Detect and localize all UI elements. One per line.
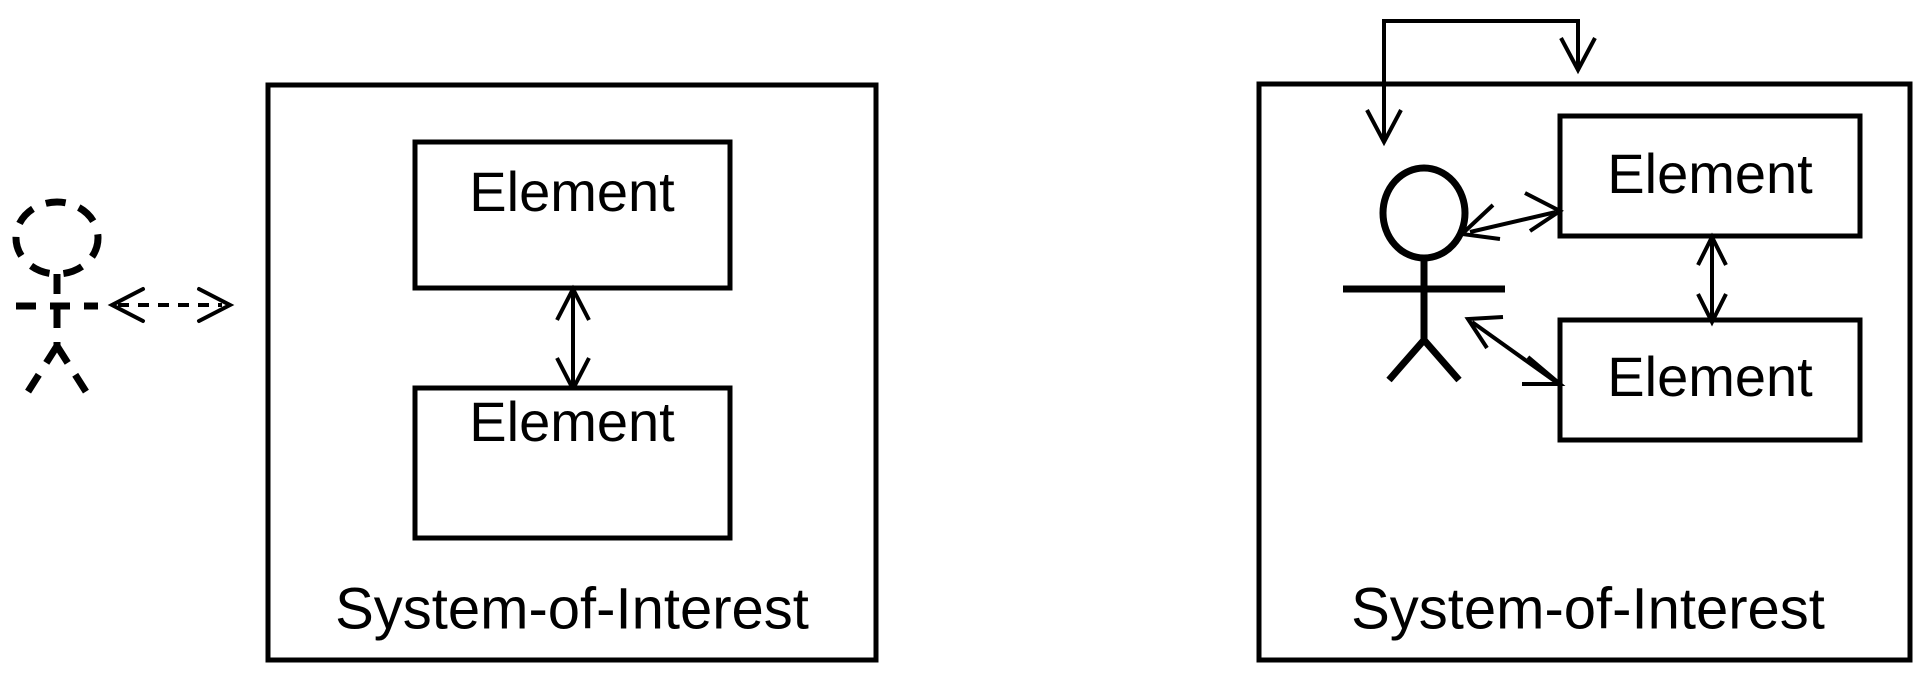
element-box-right-top[interactable]: Element bbox=[1557, 113, 1863, 239]
actor-head-icon bbox=[1379, 164, 1469, 262]
arrowhead-toward-actor-icon bbox=[1464, 315, 1504, 350]
connector-shaft bbox=[1469, 210, 1557, 234]
element-box-rect bbox=[1557, 113, 1863, 239]
actor-leg-left bbox=[1386, 337, 1427, 383]
left-panel-context-view: Element Element System-of-Interest bbox=[12, 82, 879, 663]
external-hook-arrow-connector[interactable] bbox=[1365, 19, 1597, 147]
actor-head-icon bbox=[12, 198, 102, 278]
right-panel-architecture-view: Element Element bbox=[1256, 19, 1913, 663]
system-of-interest-label-right: System-of-Interest bbox=[1351, 576, 1825, 641]
element-box-left-top[interactable]: Element bbox=[412, 139, 733, 291]
arrowhead-up-icon bbox=[1696, 232, 1728, 266]
external-actor-stick-figure[interactable] bbox=[12, 198, 102, 400]
actor-leg-right bbox=[54, 344, 93, 400]
arrowhead-down-inner-icon bbox=[1365, 109, 1403, 147]
element-to-element-connector-right[interactable] bbox=[1696, 232, 1728, 327]
element-label-right-bottom: Element bbox=[1607, 345, 1813, 408]
arrowhead-left-icon bbox=[107, 287, 145, 323]
arrowhead-toward-element-icon bbox=[1524, 191, 1564, 233]
element-to-element-connector-left[interactable] bbox=[555, 284, 591, 394]
element-label-left-top: Element bbox=[469, 160, 675, 223]
system-of-interest-boundary-left[interactable] bbox=[265, 82, 879, 663]
actor-leg-right bbox=[1421, 337, 1462, 383]
connector-shaft bbox=[1470, 320, 1558, 384]
arrowhead-down-boundary-icon bbox=[1559, 37, 1597, 75]
element-label-left-bottom: Element bbox=[469, 390, 675, 453]
element-label-right-top: Element bbox=[1607, 142, 1813, 205]
element-box-rect bbox=[412, 139, 733, 291]
actor-leg-left bbox=[21, 344, 60, 400]
actor-to-element-top-connector[interactable] bbox=[1457, 191, 1564, 241]
internal-actor-stick-figure[interactable] bbox=[1343, 164, 1505, 383]
element-box-rect bbox=[412, 385, 733, 541]
system-of-interest-boundary-right[interactable] bbox=[1256, 81, 1913, 663]
arrowhead-up-icon bbox=[555, 284, 591, 321]
element-box-left-bottom[interactable]: Element bbox=[412, 385, 733, 541]
element-box-rect bbox=[1557, 317, 1863, 443]
arrowhead-right-icon bbox=[197, 287, 235, 323]
element-box-right-bottom[interactable]: Element bbox=[1557, 317, 1863, 443]
actor-to-element-bottom-connector[interactable] bbox=[1464, 315, 1566, 386]
system-of-interest-label-left: System-of-Interest bbox=[335, 576, 809, 641]
actor-to-system-connector[interactable] bbox=[107, 287, 235, 323]
arrowhead-toward-element-icon bbox=[1522, 355, 1566, 386]
arrowhead-down-icon bbox=[1696, 293, 1728, 327]
hook-arrow-shaft bbox=[1382, 19, 1580, 140]
arrowhead-toward-actor-icon bbox=[1457, 203, 1501, 241]
